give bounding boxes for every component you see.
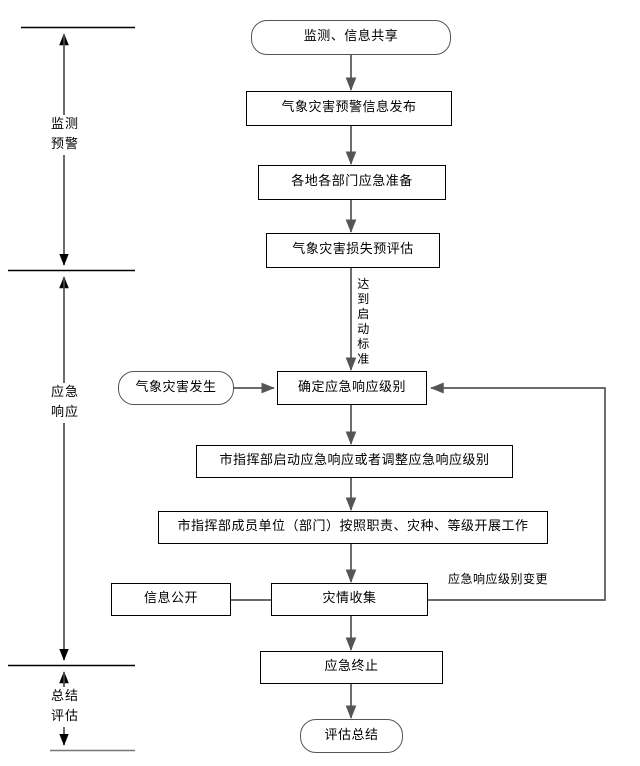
node-monitor-share[interactable]: 监测、信息共享 — [251, 20, 451, 55]
node-hq-activate[interactable]: 市指挥部启动应急响应或者调整应急响应级别 — [196, 445, 513, 478]
edge-label-activation-standard: 达到启动标准 — [356, 277, 371, 369]
node-info-public[interactable]: 信息公开 — [111, 583, 231, 616]
node-member-units[interactable]: 市指挥部成员单位（部门）按照职责、灾种、等级开展工作 — [158, 511, 548, 544]
stage-label-monitoring-line2: 预警 — [50, 137, 79, 152]
stage-label-summary: 总结 评估 — [42, 687, 88, 727]
node-disaster-occurs[interactable]: 气象灾害发生 — [118, 371, 234, 405]
node-disaster-collect[interactable]: 灾情收集 — [271, 583, 428, 616]
stage-label-response-line1: 应急 — [50, 385, 79, 400]
node-loss-preassess[interactable]: 气象灾害损失预评估 — [266, 233, 440, 268]
flow-connectors — [231, 54, 357, 719]
node-emergency-end[interactable]: 应急终止 — [260, 651, 443, 684]
stage-label-response: 应急 响应 — [42, 383, 88, 423]
node-determine-level[interactable]: 确定应急响应级别 — [277, 371, 427, 405]
stage-label-summary-line2: 评估 — [50, 709, 79, 724]
stage-label-monitoring: 监测 预警 — [42, 115, 88, 155]
stage-label-monitoring-line1: 监测 — [50, 117, 79, 132]
node-warning-release[interactable]: 气象灾害预警信息发布 — [246, 91, 452, 126]
stage-label-summary-line1: 总结 — [50, 689, 79, 704]
stage-label-response-line2: 响应 — [50, 405, 79, 420]
stage-axis-ticks — [8, 26, 135, 667]
connector-feedback-level-change — [428, 382, 606, 601]
edge-label-level-change: 应急响应级别变更 — [448, 572, 549, 587]
node-assess-summary[interactable]: 评估总结 — [300, 719, 403, 753]
node-dept-prepare[interactable]: 各地各部门应急准备 — [258, 165, 446, 200]
